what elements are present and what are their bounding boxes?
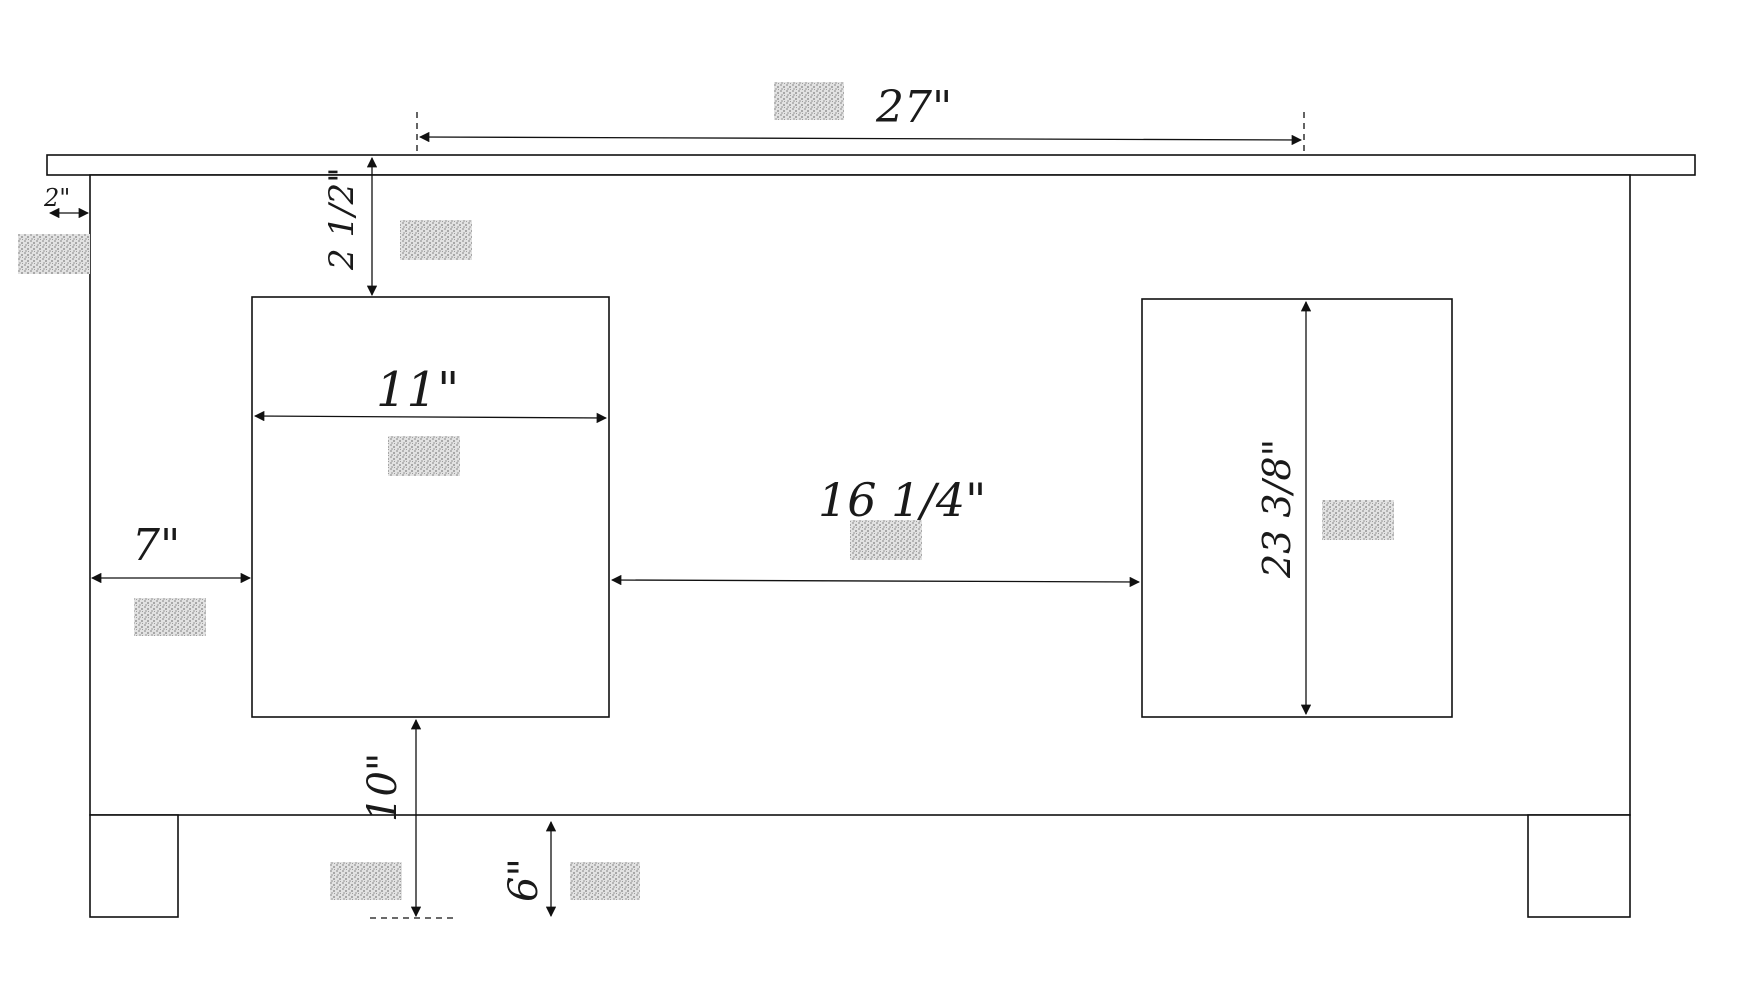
- leg-height-label: 6": [501, 858, 547, 902]
- table-top: [46, 154, 1696, 176]
- left-cutout: [251, 296, 610, 718]
- right-cutout: [1141, 298, 1453, 718]
- redaction-mark: [400, 220, 472, 260]
- cutout-width-arrow: [253, 410, 608, 424]
- cutout-width-label: 11": [376, 362, 459, 418]
- redaction-mark: [330, 862, 402, 900]
- redaction-mark: [1322, 500, 1394, 540]
- side-margin-label: 7": [132, 520, 180, 571]
- redaction-mark: [850, 520, 922, 560]
- cutout-to-floor-label: 10": [360, 753, 406, 822]
- overhang-label: 2": [43, 184, 70, 212]
- right-leg: [1527, 814, 1631, 918]
- cutout-height-label: 23 3/8": [1255, 439, 1299, 579]
- top-span-arrow: [418, 131, 1303, 146]
- top-to-cutout-label: 2 1/2": [322, 167, 362, 271]
- top-span-label: 27": [875, 82, 952, 133]
- redaction-mark: [18, 234, 90, 274]
- left-leg: [89, 814, 179, 918]
- between-cutouts-arrow: [610, 574, 1141, 588]
- redaction-mark: [134, 598, 206, 636]
- redaction-mark: [774, 82, 844, 120]
- redaction-mark: [570, 862, 640, 900]
- redaction-mark: [388, 436, 460, 476]
- between-cutouts-label: 16 1/4": [818, 473, 986, 527]
